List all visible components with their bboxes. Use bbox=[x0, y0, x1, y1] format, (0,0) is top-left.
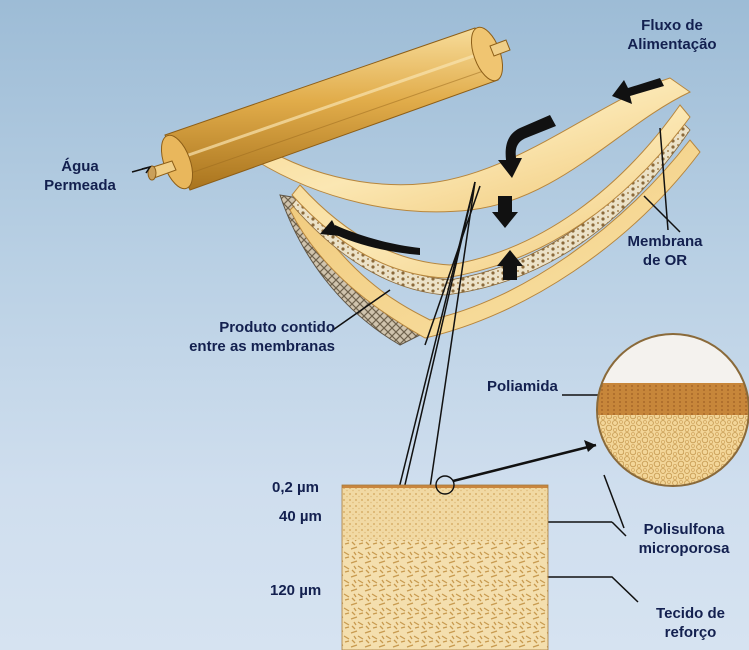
ro-membrane-label: Membrana de OR bbox=[615, 232, 715, 270]
feed-flow-label: Fluxo de Alimentação bbox=[607, 16, 737, 54]
permeate-water-label: Água Permeada bbox=[30, 157, 130, 195]
polyamide-label: Poliamida bbox=[487, 377, 558, 396]
support-fabric-label: Tecido de reforço bbox=[638, 604, 743, 642]
magnified-view bbox=[436, 330, 749, 495]
product-between-membranes-label: Produto contido entre as membranas bbox=[150, 318, 335, 356]
thickness-middle-label: 40 µm bbox=[279, 507, 322, 526]
polysulfone-label: Polisulfona microporosa bbox=[620, 520, 748, 558]
membrane-roll bbox=[148, 23, 510, 193]
membrane-cross-section bbox=[342, 485, 548, 650]
thickness-bottom-label: 120 µm bbox=[270, 581, 321, 600]
thickness-top-label: 0,2 µm bbox=[272, 478, 319, 497]
